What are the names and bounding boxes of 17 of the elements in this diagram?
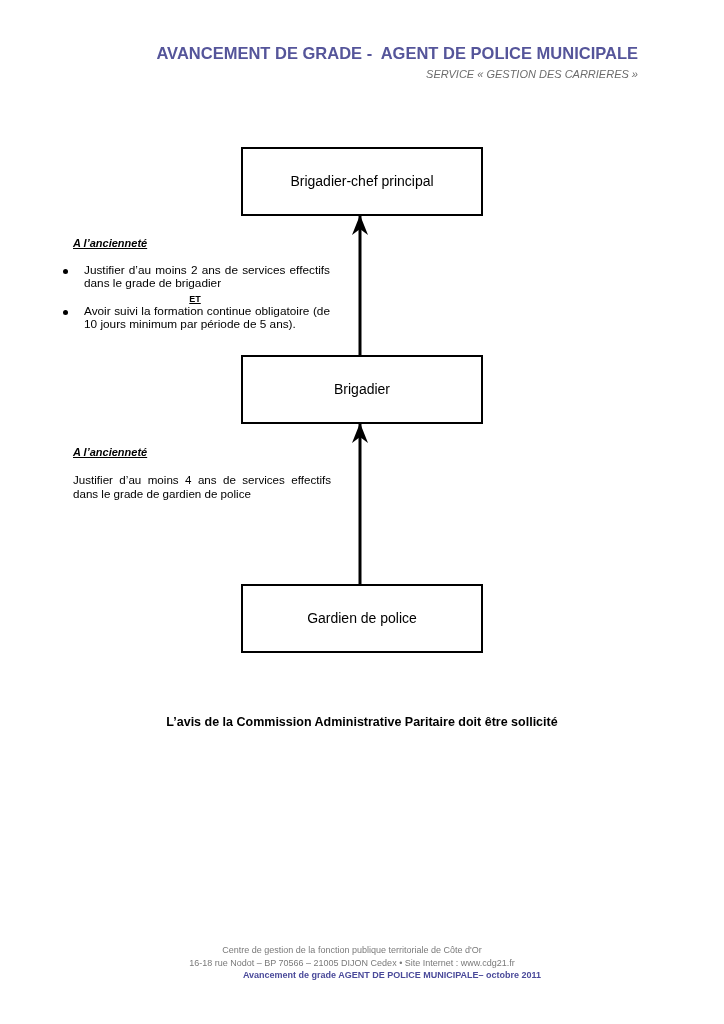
- paragraph: Justifier d’au moins 4 ans de services effectifs dans le grade de gardien de police: [73, 473, 331, 501]
- bullet-text: Justifier d’au moins 2 ans de services effectifs dans le grade de brigadier: [84, 264, 330, 290]
- footer-text: Centre de gestion de la fonction publique territoriale de Côte d'Or: [221, 945, 483, 956]
- subtitle: SERVICE « GESTION DES CARRIERES »: [425, 67, 638, 82]
- conjunction: ET: [188, 294, 202, 304]
- footer-text: Avancement de grade AGENT DE POLICE MUNICIPALE– octobre 2011: [241, 970, 543, 981]
- page-title: AVANCEMENT DE GRADE - AGENT DE POLICE MUNICIPALE: [155, 43, 638, 63]
- grade-box: Gardien de police: [241, 584, 483, 653]
- section-heading: A l’ancienneté: [73, 236, 149, 251]
- arrow: [352, 215, 368, 355]
- section-heading: A l’ancienneté: [73, 445, 149, 460]
- grade-box: Brigadier-chef principal: [241, 147, 483, 216]
- footer-text: 16-18 rue Nodot – BP 70566 – 21005 DIJON Cedex • Site Internet : www.cdg21.fr: [188, 958, 516, 969]
- bullet-text: Avoir suivi la formation continue obligatoire (de 10 jours minimum par période de 5 ans).: [84, 305, 330, 331]
- arrow: [352, 423, 368, 584]
- grade-box: Brigadier: [241, 355, 483, 424]
- note: L’avis de la Commission Administrative Paritaire doit être sollicité: [165, 714, 559, 731]
